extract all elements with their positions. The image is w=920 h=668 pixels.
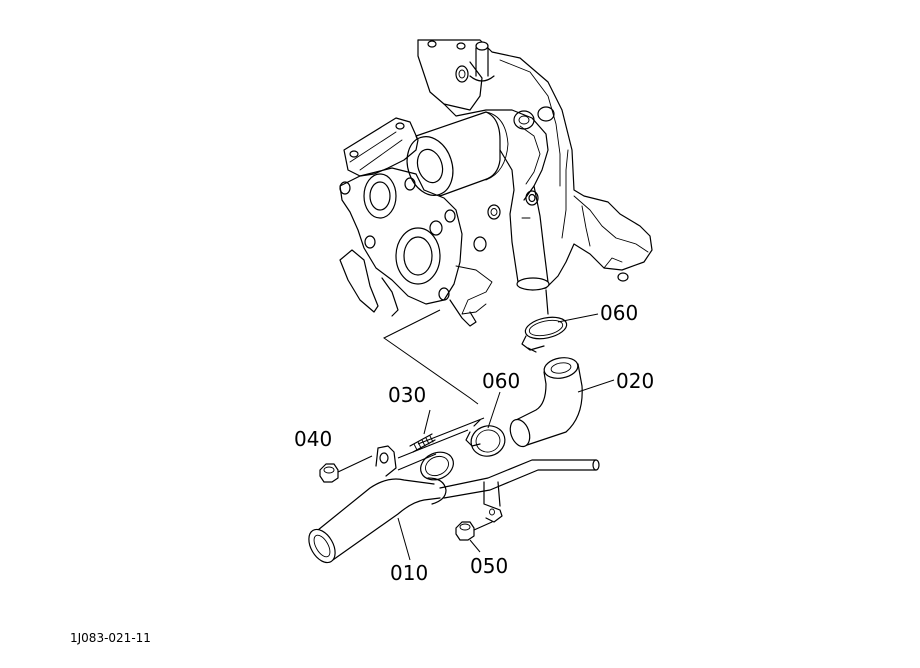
- hex-nut: [319, 463, 339, 483]
- o-ring-gasket: [420, 451, 454, 481]
- label-part-050: 050: [470, 554, 508, 578]
- label-part-010: 010: [390, 561, 428, 585]
- label-part-060-lower: 060: [482, 369, 520, 393]
- upper-hose-clamp: [521, 289, 568, 353]
- label-part-060-upper: 060: [600, 301, 638, 325]
- reference-code: 1J083-021-11: [70, 631, 151, 645]
- water-pipe: [308, 445, 600, 564]
- rubber-hose-elbow: [509, 357, 583, 448]
- label-part-040: 040: [294, 427, 332, 451]
- label-part-030: 030: [388, 383, 426, 407]
- stud-bolt: [409, 433, 436, 453]
- label-part-020: 020: [616, 369, 654, 393]
- water-pump-assembly: [339, 39, 653, 327]
- hex-bolt: [455, 521, 493, 541]
- leader-lines: [337, 309, 615, 561]
- lower-hose-clamp: [465, 419, 506, 457]
